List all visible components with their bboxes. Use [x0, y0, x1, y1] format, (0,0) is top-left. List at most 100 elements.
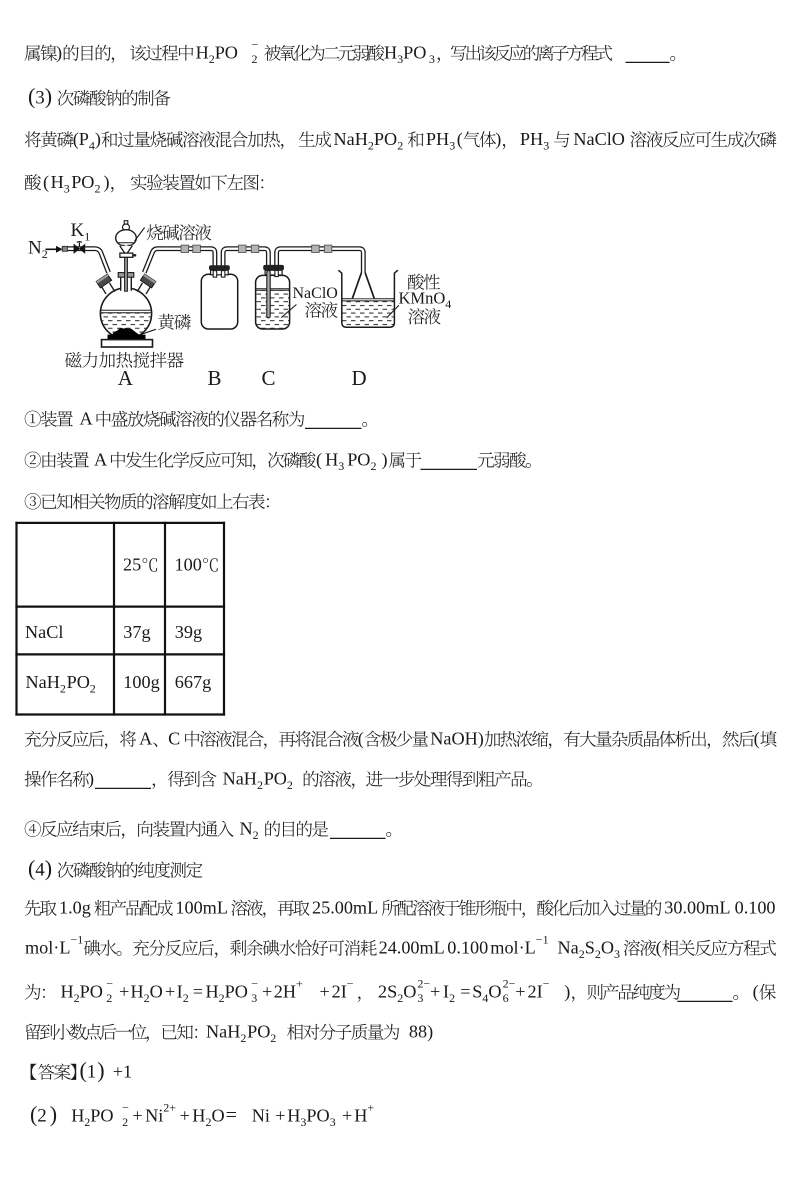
svg-text:H: H [287, 1106, 300, 1126]
svg-text:O: O [212, 1106, 225, 1126]
svg-text:): ) [56, 43, 62, 64]
svg-text:PO: PO [264, 769, 287, 789]
svg-text:+: + [262, 982, 272, 1002]
svg-text:O: O [488, 982, 501, 1002]
svg-text:2: 2 [397, 991, 403, 1005]
svg-text:Na: Na [558, 938, 579, 958]
svg-text:PO: PO [306, 1106, 329, 1126]
svg-text:H: H [131, 982, 144, 1002]
svg-text:O: O [601, 938, 614, 958]
svg-text:+: + [367, 1101, 374, 1115]
svg-text:=: = [193, 982, 203, 1002]
svg-text:4: 4 [35, 860, 45, 881]
svg-text:): ) [104, 172, 110, 193]
svg-text:3: 3 [64, 182, 70, 196]
svg-text:2: 2 [60, 682, 66, 696]
svg-text:PH: PH [426, 129, 449, 149]
svg-text:PO: PO [67, 672, 90, 692]
svg-text:PO: PO [225, 982, 248, 1002]
svg-text:2: 2 [287, 778, 293, 792]
svg-text:2: 2 [106, 991, 112, 1005]
svg-text:B: B [208, 366, 222, 390]
svg-text:1: 1 [87, 1062, 97, 1083]
svg-text:100g: 100g [123, 672, 159, 692]
svg-text:37g: 37g [123, 622, 150, 642]
svg-text:3: 3 [449, 139, 455, 153]
svg-text:3: 3 [300, 1115, 306, 1129]
svg-text:): ) [478, 729, 484, 750]
svg-text:Ni: Ni [252, 1106, 270, 1126]
svg-text:+: + [296, 977, 303, 991]
svg-text:(: ( [753, 982, 759, 1003]
svg-text:4: 4 [89, 139, 95, 153]
svg-text:2: 2 [257, 778, 263, 792]
svg-text:100mL: 100mL [175, 898, 228, 918]
svg-text:=: = [226, 1105, 237, 1127]
svg-text:3: 3 [330, 1115, 336, 1129]
svg-text:1: 1 [84, 230, 90, 244]
svg-text:39g: 39g [175, 622, 202, 642]
svg-text:(: ( [656, 938, 662, 959]
svg-text:KMnO: KMnO [399, 289, 446, 308]
svg-text:2: 2 [371, 459, 377, 473]
svg-text:PO: PO [90, 1106, 113, 1126]
svg-text:(: ( [28, 856, 35, 881]
svg-text:667g: 667g [175, 672, 211, 692]
svg-text:−1: −1 [71, 933, 84, 947]
svg-text:0.100: 0.100 [447, 938, 488, 958]
svg-text:): ) [564, 982, 570, 1003]
svg-text:I: I [443, 982, 449, 1002]
svg-text:(: ( [316, 450, 322, 471]
svg-text:−: − [251, 977, 258, 991]
svg-text:NaH: NaH [334, 129, 368, 149]
svg-text:3: 3 [417, 991, 423, 1005]
svg-text:): ) [495, 129, 501, 150]
svg-text:1.0g: 1.0g [59, 898, 91, 918]
svg-text:2: 2 [240, 1031, 246, 1045]
svg-text:PO: PO [247, 1022, 270, 1042]
svg-text:−: − [106, 977, 113, 991]
svg-text:(: ( [80, 1058, 87, 1083]
svg-text:−: − [252, 38, 259, 52]
svg-text:PO: PO [215, 43, 238, 63]
svg-text:+: + [515, 982, 525, 1002]
svg-text:O: O [403, 982, 416, 1002]
svg-text:−: − [122, 1101, 129, 1115]
svg-text:2: 2 [84, 1115, 90, 1129]
svg-text:2: 2 [37, 1106, 47, 1127]
svg-text:PH: PH [520, 129, 543, 149]
svg-text:3: 3 [251, 991, 257, 1005]
svg-text:Ni: Ni [145, 1106, 163, 1126]
svg-text:C: C [168, 729, 180, 749]
svg-text:+: + [132, 1106, 142, 1126]
svg-text:(: ( [358, 729, 364, 750]
svg-text:+: + [275, 1106, 285, 1126]
svg-text:2: 2 [219, 991, 225, 1005]
svg-text:2−: 2− [417, 977, 430, 991]
svg-text:H: H [51, 172, 64, 192]
svg-text:(: ( [43, 172, 49, 193]
svg-text:S: S [585, 938, 595, 958]
svg-text:2: 2 [253, 828, 259, 842]
svg-text:PO: PO [374, 129, 397, 149]
svg-text:A: A [80, 409, 93, 429]
svg-text:+1: +1 [113, 1062, 132, 1082]
svg-text:2: 2 [368, 139, 374, 153]
svg-text:): ) [97, 1058, 104, 1083]
svg-text:2I: 2I [332, 982, 347, 1002]
svg-text:−: − [543, 977, 550, 991]
svg-text:−1: −1 [536, 933, 549, 947]
svg-text:NaClO: NaClO [573, 129, 625, 149]
svg-text:100: 100 [175, 555, 202, 575]
svg-text:3: 3 [429, 52, 435, 66]
svg-text:3: 3 [397, 52, 403, 66]
svg-text:88): 88) [409, 1022, 433, 1043]
svg-text:2: 2 [595, 947, 601, 961]
svg-text:3: 3 [543, 139, 549, 153]
svg-text:25.00mL: 25.00mL [312, 898, 378, 918]
svg-text:PO: PO [71, 172, 94, 192]
svg-text:L: L [59, 938, 70, 958]
svg-text:NaOH: NaOH [430, 729, 477, 749]
svg-text:H: H [71, 1106, 84, 1126]
svg-text:A: A [118, 366, 134, 390]
